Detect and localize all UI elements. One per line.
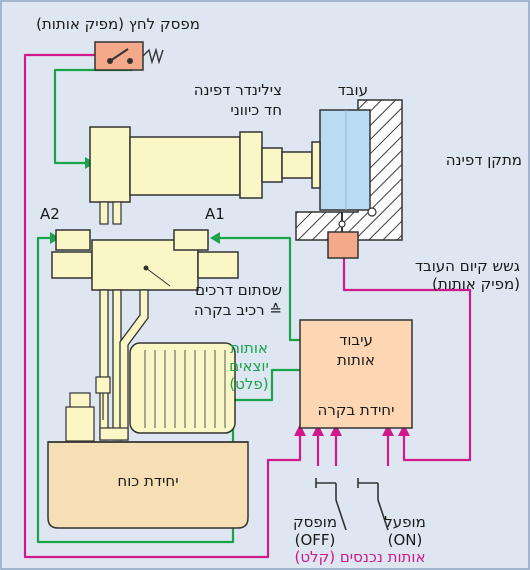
valve-label-line1: שסתום דרכים (195, 281, 282, 299)
port-a1-label: A1 (205, 205, 225, 223)
clamping-cylinder (89, 126, 321, 225)
off-switch-label-line2: (OFF) (294, 531, 336, 549)
arrow-a2 (50, 232, 60, 244)
workpiece-sensor-label-line2: (מפיק אותות) (432, 275, 520, 293)
gauge-assembly (65, 376, 111, 442)
workpiece-label: עובד (337, 81, 368, 99)
port-a2-label: A2 (40, 205, 60, 223)
pressure-switch-input-line (23, 53, 302, 559)
power-unit-label: יחידת כוח (117, 472, 179, 490)
control-unit (299, 319, 413, 429)
pressure-switch (94, 41, 164, 71)
input-signals-label: אותות נכנסים (קלט) (294, 548, 426, 566)
output-signals-label-line2: יוצאים (229, 357, 269, 375)
on-switch (357, 478, 389, 531)
clamp-fixture (295, 99, 403, 241)
pressure-switch-label: מפסק לחץ (מפיק אותות) (36, 15, 200, 33)
on-switch-label-line2: (ON) (387, 531, 423, 549)
power-unit-tank (47, 441, 249, 529)
cylinder-label-line1: צילינדר דפינה (193, 81, 282, 99)
processing-label-line1: עיבוד (339, 331, 373, 349)
cylinder-label-line2: חד כיווני (230, 101, 282, 119)
workpiece-sensor (327, 231, 359, 259)
valve-label-line2: ≙ רכיב בקרה (193, 301, 282, 319)
electric-motor (99, 342, 236, 441)
workpiece-sensor-label-line1: גשש קיום העובד (414, 257, 520, 275)
output-signals-label-line3: (פלט) (229, 375, 269, 393)
on-switch-label-line1: מופעל (384, 513, 426, 531)
off-switch-label-line1: מופסק (292, 513, 338, 531)
arrow-a1 (210, 232, 220, 244)
processing-label-line2: אותות (337, 351, 375, 369)
workpiece-sensor-input-line (342, 258, 472, 462)
clamp-fixture-label: מתקן דפינה (445, 151, 522, 169)
off-switch (315, 478, 347, 531)
output-signals-label-line1: אותות (230, 339, 268, 357)
directional-valve (51, 229, 239, 291)
output-line-a1 (218, 236, 300, 342)
workpiece (319, 109, 371, 211)
control-unit-label: יחידת בקרה (317, 401, 395, 419)
